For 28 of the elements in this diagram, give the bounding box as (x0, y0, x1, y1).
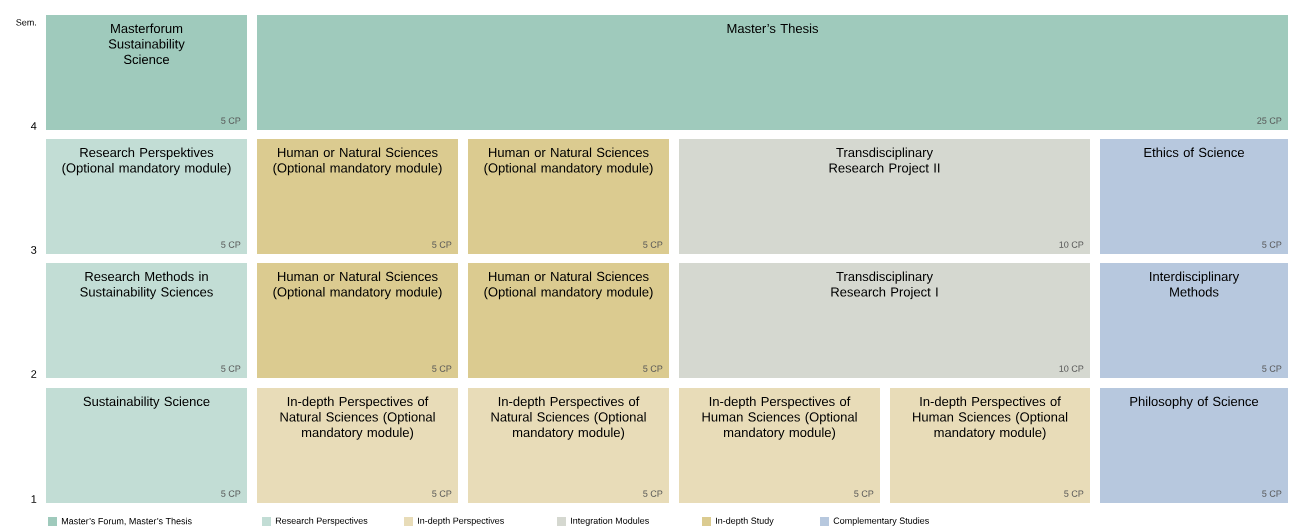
semester-number: 3 (31, 246, 37, 254)
module-box: In-depth Perspectives of Human Sciences (Optional mandatory module) 5 CP (679, 388, 880, 503)
module-box: In-depth Perspectives of Natural Sciences (Optional mandatory module) 5 CP (468, 388, 669, 503)
module-box: Research Perspektives (Optional mandatory module) 5 CP (46, 139, 247, 254)
module-box: Interdisciplinary Methods 5 CP (1100, 263, 1288, 378)
module-box: In-depth Perspectives of Natural Sciences (Optional mandatory module) 5 CP (257, 388, 458, 503)
module-box: Transdisciplinary Research Project II 10 CP (679, 139, 1090, 254)
semester-number: 2 (31, 370, 37, 378)
module-box: Transdisciplinary Research Project I 10 CP (679, 263, 1090, 378)
legend-label: Research Perspectives (275, 517, 368, 526)
legend-label: Integration Modules (571, 517, 649, 526)
module-box: Research Methods in Sustainability Sciences 5 CP (46, 263, 247, 378)
module-box: Ethics of Science 5 CP (1100, 139, 1288, 254)
legend-label: In-depth Study (716, 517, 774, 526)
module-box: Human or Natural Sciences (Optional mandatory module) 5 CP (257, 139, 458, 254)
module-box: Human or Natural Sciences (Optional mandatory module) 5 CP (468, 263, 669, 378)
legend-label: Complementary Studies (833, 517, 929, 526)
axis-title: Sem. (16, 19, 36, 26)
module-box: Human or Natural Sciences (Optional mandatory module) 5 CP (257, 263, 458, 378)
module-box: Sustainability Science 5 CP (46, 388, 247, 503)
module-box: Master’s Thesis 25 CP (257, 15, 1288, 130)
module-box: In-depth Perspectives of Human Sciences (Optional mandatory module) 5 CP (890, 388, 1090, 503)
semester-number: 4 (30, 122, 37, 130)
legend-label: In-depth Perspectives (418, 517, 504, 526)
module-box: Human or Natural Sciences (Optional mandatory module) 5 CP (468, 139, 669, 254)
module-box: Masterforum Sustainability Science 5 CP (46, 15, 247, 130)
module-box: Philosophy of Science 5 CP (1100, 388, 1288, 503)
legend-label: Master’s Forum, Master’s Thesis (61, 517, 192, 526)
